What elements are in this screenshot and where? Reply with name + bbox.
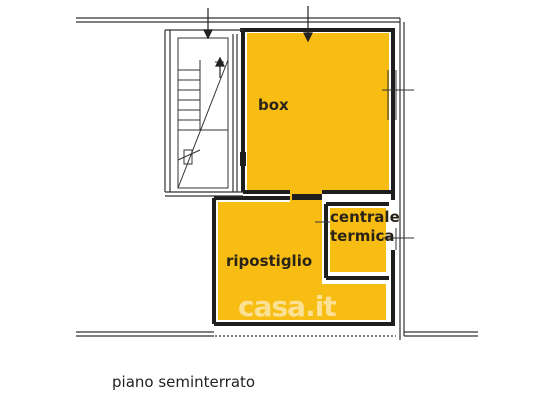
outer-lines: [76, 17, 478, 340]
posts: [240, 152, 322, 200]
watermark: casa.it: [238, 290, 337, 323]
room-label-centrale-termica: centrale termica: [330, 208, 400, 245]
centrale-termica-room: [330, 208, 386, 272]
room-label-box: box: [258, 96, 289, 114]
entrance-arrows: [203, 6, 313, 78]
walls: [212, 28, 395, 326]
staircase: [177, 37, 229, 189]
plan-caption: piano seminterrato: [112, 373, 256, 391]
room-label-ripostiglio: ripostiglio: [226, 252, 313, 270]
windows: [315, 70, 414, 250]
ripostiglio-room: [218, 202, 386, 320]
box-room: [247, 33, 389, 202]
